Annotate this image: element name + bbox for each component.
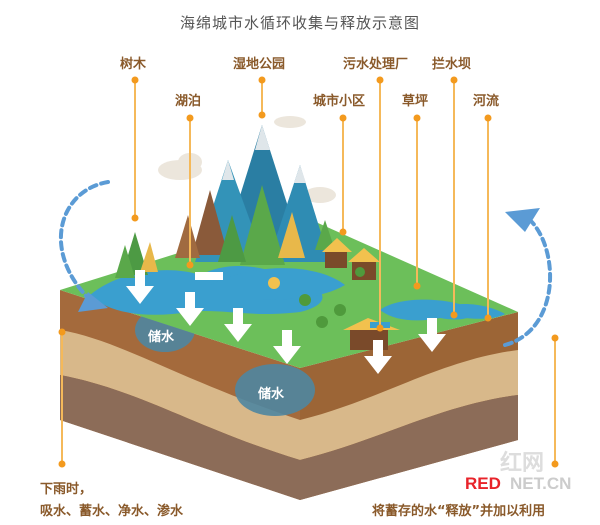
loop-arrow-right <box>503 218 553 347</box>
label-river: 河流 <box>473 94 500 109</box>
watermark-red: RED <box>465 474 501 493</box>
page-title: 海绵城市水循环收集与释放示意图 <box>179 14 420 32</box>
boat <box>195 272 223 280</box>
aquifer-2 <box>235 364 315 416</box>
houses <box>322 238 400 350</box>
caption-release: 将蓄存的水“释放”并加以利用 <box>372 504 546 519</box>
storage-label: 储水 <box>258 387 285 402</box>
arrow-head-right-icon <box>505 208 540 232</box>
watermark-net: NET.CN <box>510 474 572 493</box>
loop-arrow-left <box>58 180 110 302</box>
storage-label: 储水 <box>148 330 175 345</box>
label-wetland-park: 湿地公园 <box>233 57 286 72</box>
label-community: 城市小区 <box>313 94 366 109</box>
caption-rain: 下雨时， <box>40 482 93 497</box>
label-trees: 树木 <box>120 57 147 72</box>
label-dam: 拦水坝 <box>432 57 472 72</box>
trees <box>115 185 335 278</box>
river <box>380 299 473 321</box>
label-lake: 湖泊 <box>175 94 202 109</box>
infiltration-arrows <box>126 270 446 374</box>
arrow-head-left-icon <box>78 292 108 312</box>
leader-dots <box>58 76 559 468</box>
lake <box>90 265 505 321</box>
watermark-cn: 红网 <box>500 450 545 475</box>
label-lawn: 草坪 <box>402 94 429 109</box>
label-sewage-plant: 污水处理厂 <box>343 57 409 72</box>
caption-absorb: 吸水、蓄水、净水、渗水 <box>40 504 184 519</box>
